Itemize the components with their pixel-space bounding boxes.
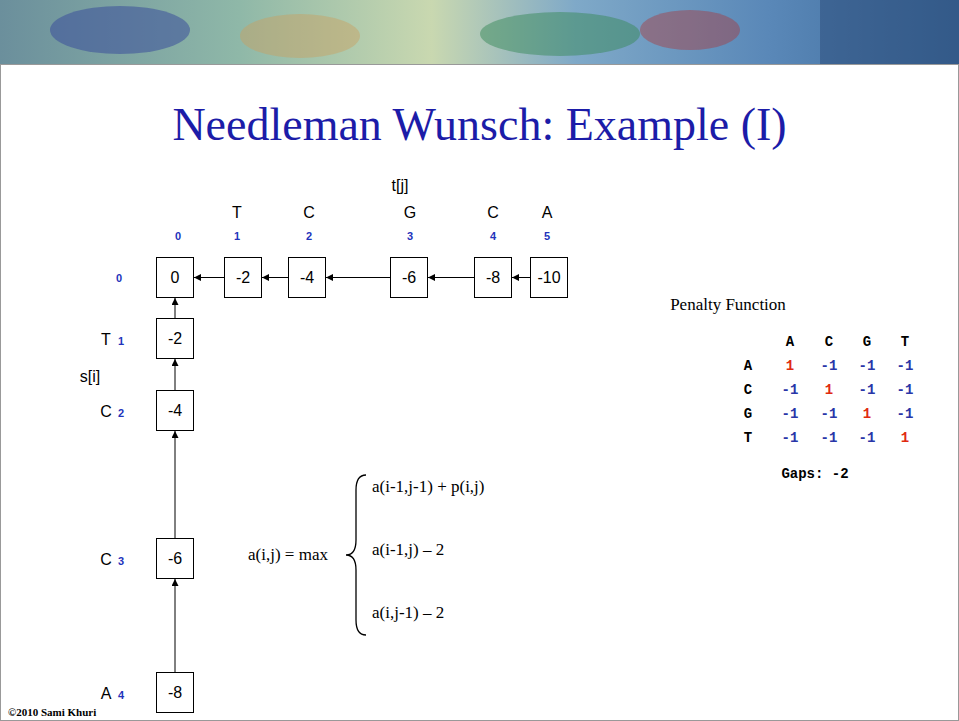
table-cell: -1 [897, 407, 914, 422]
sequence-letter: A [101, 685, 112, 703]
score-cell: -6 [156, 538, 194, 579]
banner-blob [640, 10, 740, 50]
index-number: 3 [407, 230, 413, 242]
traceback-arrow [194, 277, 224, 278]
cell-value: -6 [168, 550, 182, 568]
table-header: T [744, 431, 752, 446]
table-cell: -1 [821, 431, 838, 446]
index-number: 0 [175, 230, 181, 242]
traceback-arrow [326, 277, 390, 278]
table-header: A [786, 335, 794, 350]
index-number: 5 [544, 230, 550, 242]
score-cell: -6 [390, 257, 428, 298]
table-header: G [744, 407, 752, 422]
score-cell: -2 [156, 318, 194, 359]
formula-case: a(i-1,j) – 2 [372, 541, 444, 560]
cell-value: -10 [537, 269, 560, 287]
axis-name: s[i] [80, 368, 100, 386]
formula-text: a(i,j) = max [248, 546, 328, 565]
index-number: 1 [118, 335, 124, 347]
cell-value: -4 [300, 269, 314, 287]
index-number: 0 [116, 272, 122, 284]
banner-blob [480, 12, 640, 56]
slide-title: Needleman Wunsch: Example (I) [0, 98, 959, 151]
copyright-note: ©2010 Sami Khuri [8, 706, 96, 718]
table-cell: -1 [782, 383, 799, 398]
cell-value: 0 [171, 269, 180, 287]
table-cell: 1 [786, 359, 794, 374]
index-number: 2 [306, 230, 312, 242]
cell-value: -6 [402, 269, 416, 287]
traceback-arrow [262, 277, 288, 278]
traceback-arrow [175, 298, 176, 318]
formula-case: a(i,j-1) – 2 [372, 604, 444, 623]
banner-blob [240, 14, 360, 58]
cell-value: -8 [486, 269, 500, 287]
table-header: C [744, 383, 752, 398]
index-number: 4 [490, 230, 496, 242]
curly-brace [346, 475, 366, 635]
axis-name: t[j] [392, 177, 409, 195]
table-cell: 1 [825, 383, 833, 398]
formula-case: a(i-1,j-1) + p(i,j) [372, 478, 485, 497]
table-cell: -1 [821, 407, 838, 422]
cell-value: -8 [168, 684, 182, 702]
slide-frame [1, 65, 959, 721]
score-cell: -2 [224, 257, 262, 298]
sequence-letter: C [100, 403, 112, 421]
score-cell: -8 [156, 672, 194, 713]
sequence-letter: T [101, 331, 111, 349]
cell-value: -2 [236, 269, 250, 287]
cell-value: -2 [168, 330, 182, 348]
table-cell: -1 [859, 359, 876, 374]
table-cell: 1 [863, 407, 871, 422]
sequence-letter: C [303, 204, 315, 222]
index-number: 3 [118, 555, 124, 567]
score-cell: -10 [530, 257, 568, 298]
traceback-arrow [175, 579, 176, 672]
sequence-letter: T [232, 204, 242, 222]
sequence-letter: C [100, 551, 112, 569]
banner-panel [820, 0, 959, 64]
cell-value: -4 [168, 402, 182, 420]
sequence-letter: G [404, 204, 416, 222]
gap-penalty: Gaps: -2 [781, 467, 848, 482]
table-header: T [901, 335, 909, 350]
sequence-letter: A [542, 204, 553, 222]
table-title: Penalty Function [670, 296, 786, 315]
table-cell: -1 [782, 431, 799, 446]
table-header: A [744, 359, 752, 374]
sequence-letter: C [487, 204, 499, 222]
table-cell: -1 [859, 383, 876, 398]
table-cell: -1 [897, 383, 914, 398]
table-cell: 1 [901, 431, 909, 446]
table-header: C [825, 335, 833, 350]
banner [0, 0, 959, 64]
traceback-arrow [512, 277, 530, 278]
table-cell: -1 [897, 359, 914, 374]
traceback-arrow [428, 277, 474, 278]
traceback-arrow [175, 359, 176, 390]
score-cell: -4 [156, 390, 194, 431]
index-number: 4 [118, 689, 124, 701]
index-number: 1 [234, 230, 240, 242]
banner-blob [50, 6, 190, 54]
table-cell: -1 [782, 407, 799, 422]
score-cell: -8 [474, 257, 512, 298]
table-cell: -1 [821, 359, 838, 374]
table-header: G [863, 335, 871, 350]
index-number: 2 [118, 407, 124, 419]
table-cell: -1 [859, 431, 876, 446]
traceback-arrow [175, 431, 176, 538]
score-cell: -4 [288, 257, 326, 298]
score-cell: 0 [156, 257, 194, 298]
